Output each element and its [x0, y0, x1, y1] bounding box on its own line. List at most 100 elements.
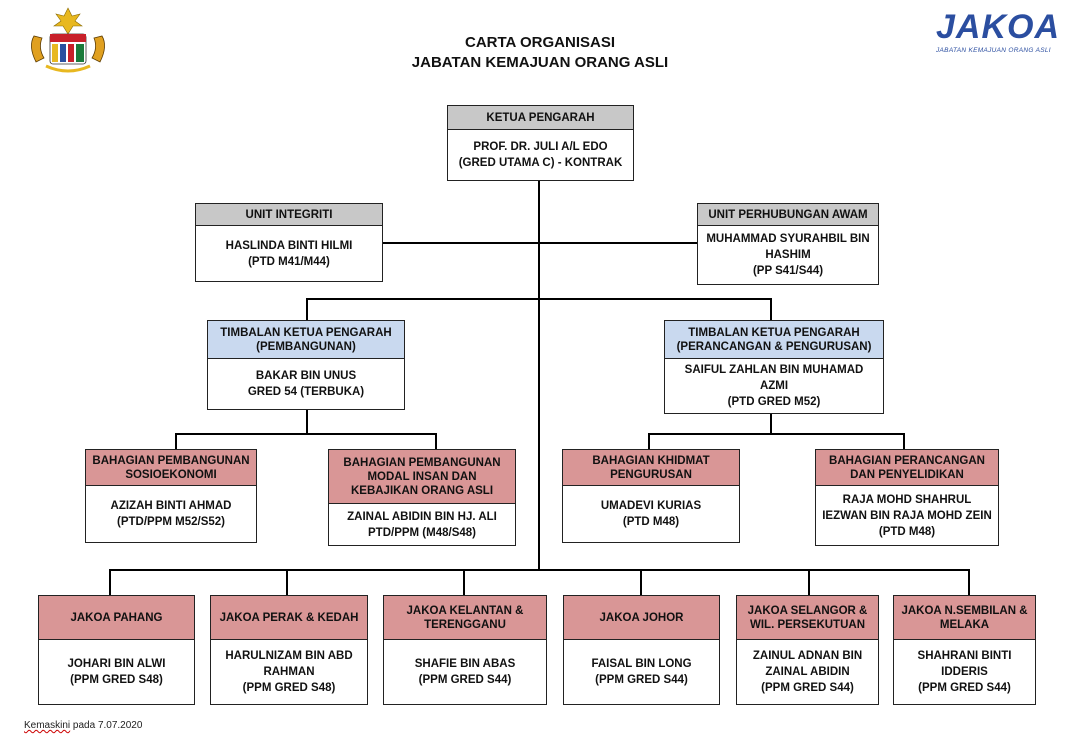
left-tkp-down [306, 410, 308, 434]
ketua-pengarah-header: KETUA PENGARAH [448, 106, 633, 130]
left-bahagian-drop-2 [435, 433, 437, 449]
state-bar [109, 569, 970, 571]
state-header-2: MELAKA [939, 618, 990, 631]
perhubungan-grade: (PP S41/S44) [752, 265, 824, 277]
bahagian-header-1: BAHAGIAN PERANCANGAN [829, 454, 985, 467]
bahagian-name: UMADEVI KURIAS [600, 500, 702, 512]
ketua-name: PROF. DR. JULI A/L EDO [473, 141, 608, 153]
tkp-right-drop [770, 298, 772, 320]
tkp-left-drop [306, 298, 308, 320]
bahagian-sosioekonomi-box: BAHAGIAN PEMBANGUNAN SOSIOEKONOMI AZIZAH… [85, 449, 257, 543]
state-name-2: IDDERIS [941, 666, 988, 678]
jakoa-pahang-box: JAKOA PAHANG JOHARI BIN ALWI (PPM GRED S… [38, 595, 195, 705]
state-drop-2 [286, 569, 288, 595]
state-header-2: TERENGGANU [424, 618, 506, 631]
coat-of-arms-logo [22, 6, 114, 76]
state-name-1: SHAHRANI BINTI [917, 650, 1012, 662]
bahagian-header: BAHAGIAN PEMBANGUNAN SOSIOEKONOMI [86, 450, 256, 486]
jakoa-kelantan-box: JAKOA KELANTAN & TERENGGANU SHAFIE BIN A… [383, 595, 547, 705]
jakoa-logo-text: JAKOA [936, 8, 1061, 46]
bahagian-header-2: MODAL INSAN DAN [367, 470, 477, 483]
state-grade: (PPM GRED S44) [595, 674, 688, 686]
state-header: JAKOA N.SEMBILAN & MELAKA [894, 596, 1035, 640]
state-grade: (PPM GRED S48) [70, 674, 163, 686]
state-name-1: HARULNIZAM BIN ABD [225, 650, 353, 662]
ketua-pengarah-box: KETUA PENGARAH PROF. DR. JULI A/L EDO (G… [447, 105, 634, 181]
state-header-2: WIL. PERSEKUTUAN [750, 618, 865, 631]
jakoa-logo: JAKOA JABATAN KEMAJUAN ORANG ASLI [936, 8, 1064, 54]
state-drop-3 [463, 569, 465, 595]
unit-perhubungan-box: UNIT PERHUBUNGAN AWAM MUHAMMAD SYURAHBIL… [697, 203, 879, 285]
state-grade: (PPM GRED S48) [242, 682, 336, 694]
state-grade: (PPM GRED S44) [918, 682, 1011, 694]
state-grade: (PPM GRED S44) [761, 682, 854, 694]
integriti-grade: (PTD M41/M44) [248, 255, 330, 268]
bahagian-header: BAHAGIAN PERANCANGAN DAN PENYELIDIKAN [816, 450, 998, 486]
state-drop-1 [109, 569, 111, 595]
bahagian-name: AZIZAH BINTI AHMAD [110, 500, 232, 512]
bahagian-header-2: DAN PENYELIDIKAN [850, 468, 964, 481]
tkp-perancangan-header-1: TIMBALAN KETUA PENGARAH [688, 326, 860, 339]
bahagian-name: ZAINAL ABIDIN BIN HJ. ALI [347, 510, 497, 523]
bahagian-khidmat-box: BAHAGIAN KHIDMAT PENGURUSAN UMADEVI KURI… [562, 449, 740, 543]
tkp-perancangan-name-2: AZMI [759, 380, 789, 392]
title-line-1: CARTA ORGANISASI [465, 34, 615, 51]
unit-connector-line [382, 242, 698, 244]
unit-perhubungan-header: UNIT PERHUBUNGAN AWAM [698, 204, 878, 226]
tkp-connector-line [306, 298, 771, 300]
perhubungan-name-1: MUHAMMAD SYURAHBIL BIN [706, 233, 870, 245]
title-line-2: JABATAN KEMAJUAN ORANG ASLI [411, 54, 669, 71]
tkp-pembangunan-header-2: (PEMBANGUNAN) [256, 340, 356, 353]
state-name: JOHARI BIN ALWI [67, 658, 166, 670]
state-header-1: JAKOA KELANTAN & [406, 604, 524, 617]
state-header-1: JAKOA N.SEMBILAN & [901, 604, 1028, 617]
right-bahagian-drop-2 [903, 433, 905, 449]
left-bahagian-drop-1 [175, 433, 177, 449]
bahagian-header-3: KEBAJIKAN ORANG ASLI [350, 484, 494, 497]
bahagian-header: BAHAGIAN PEMBANGUNAN MODAL INSAN DAN KEB… [329, 450, 515, 504]
footer-rest: pada 7.07.2020 [70, 720, 143, 731]
state-name-2: RAHMAN [263, 666, 315, 678]
state-header: JAKOA KELANTAN & TERENGGANU [384, 596, 546, 640]
unit-integriti-box: UNIT INTEGRITI HASLINDA BINTI HILMI (PTD… [195, 203, 383, 282]
tkp-pembangunan-grade: GRED 54 (TERBUKA) [247, 386, 365, 398]
state-name-1: ZAINUL ADNAN BIN [752, 650, 863, 662]
right-tkp-down [770, 414, 772, 434]
ketua-grade: (GRED UTAMA C) - KONTRAK [458, 157, 623, 169]
bahagian-modal-insan-box: BAHAGIAN PEMBANGUNAN MODAL INSAN DAN KEB… [328, 449, 516, 546]
bahagian-header-2: PENGURUSAN [610, 468, 692, 481]
bahagian-header-2: SOSIOEKONOMI [125, 468, 217, 481]
perhubungan-name-2: HASHIM [765, 249, 811, 261]
update-footer: Kemaskini pada 7.07.2020 [24, 720, 142, 731]
tkp-perancangan-name-1: SAIFUL ZAHLAN BIN MUHAMAD [684, 364, 864, 376]
state-header: JAKOA SELANGOR & WIL. PERSEKUTUAN [737, 596, 878, 640]
state-name-2: ZAINAL ABIDIN [765, 666, 850, 678]
state-header-1: JAKOA PERAK & KEDAH [219, 611, 359, 624]
left-bahagian-bar [175, 433, 437, 435]
state-header: JAKOA JOHOR [564, 596, 719, 640]
footer-word: Kemaskini [24, 720, 71, 731]
bahagian-header-1: BAHAGIAN PEMBANGUNAN [92, 454, 250, 467]
state-drop-6 [968, 569, 970, 595]
jakoa-johor-box: JAKOA JOHOR FAISAL BIN LONG (PPM GRED S4… [563, 595, 720, 705]
bahagian-grade: PTD/PPM (M48/S48) [368, 526, 476, 539]
bahagian-grade: (PTD/PPM M52/S52) [117, 516, 225, 528]
state-header-1: JAKOA PAHANG [70, 611, 163, 624]
tkp-pembangunan-name: BAKAR BIN UNUS [255, 370, 357, 382]
integriti-name: HASLINDA BINTI HILMI [225, 239, 353, 252]
jakoa-nsembilan-box: JAKOA N.SEMBILAN & MELAKA SHAHRANI BINTI… [893, 595, 1036, 705]
coat-of-arms-icon [31, 7, 105, 73]
state-grade: (PPM GRED S44) [418, 674, 512, 686]
page-title: CARTA ORGANISASI JABATAN KEMAJUAN ORANG … [0, 33, 1080, 73]
state-header-1: JAKOA JOHOR [599, 611, 684, 624]
tkp-pembangunan-header-1: TIMBALAN KETUA PENGARAH [220, 326, 392, 339]
bahagian-header-1: BAHAGIAN KHIDMAT [592, 454, 710, 467]
state-header: JAKOA PAHANG [39, 596, 194, 640]
trunk-line [538, 180, 540, 570]
state-header-1: JAKOA SELANGOR & [747, 604, 868, 617]
jakoa-perak-kedah-box: JAKOA PERAK & KEDAH HARULNIZAM BIN ABD R… [210, 595, 368, 705]
tkp-perancangan-header-2: (PERANCANGAN & PENGURUSAN) [676, 340, 872, 353]
bahagian-grade: (PTD M48) [622, 516, 680, 528]
tkp-perancangan-box: TIMBALAN KETUA PENGARAH (PERANCANGAN & P… [664, 320, 884, 414]
bahagian-grade: (PTD M48) [878, 525, 936, 538]
